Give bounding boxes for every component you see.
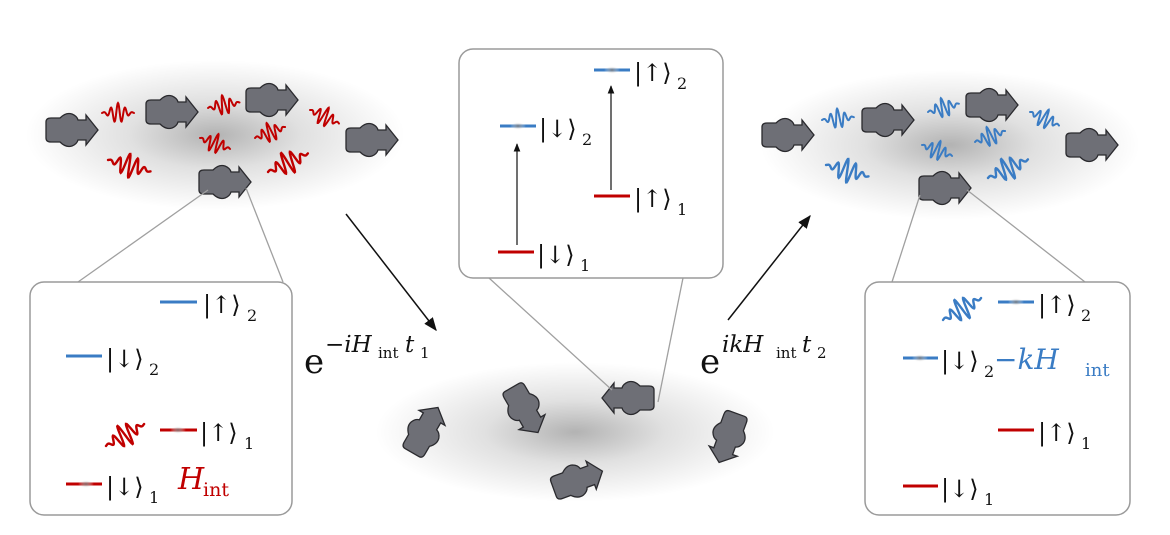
level-label-up-2: |↑⟩ — [1038, 291, 1076, 320]
molecule-icon — [861, 102, 915, 138]
photon-wave-icon — [101, 101, 135, 123]
level-label-up-1: |↑⟩ — [634, 185, 672, 214]
forward-exp-power: −iH — [325, 332, 373, 358]
population-dot — [78, 480, 94, 488]
level-label-up-1: |↑⟩ — [200, 419, 238, 448]
level-sub-1: 1 — [677, 200, 687, 219]
reverse-exp-time: t — [802, 332, 812, 358]
reverse-exp-base: e — [700, 342, 720, 382]
center-ensemble-glow — [375, 362, 775, 502]
photon-wave-icon — [927, 96, 960, 119]
interaction-hamiltonian-sub: int — [203, 479, 229, 501]
reverse-exp-time-sub: 2 — [817, 344, 827, 362]
forward-evolution-label: e −iH int t 1 — [304, 332, 430, 382]
level-label-down-2: |↓⟩ — [106, 345, 144, 374]
level-sub-1: 1 — [244, 434, 254, 453]
molecule-icon — [198, 164, 252, 200]
level-sub-1: 1 — [149, 488, 159, 507]
leader-lines — [77, 187, 1086, 403]
level-sub-2: 2 — [984, 362, 994, 381]
level-label-up-2: |↑⟩ — [634, 59, 672, 88]
level-label-up-2: |↑⟩ — [203, 291, 241, 320]
photon-wave-icon — [199, 132, 232, 155]
center-ensemble — [375, 362, 775, 502]
photon-wave-icon — [254, 121, 287, 144]
molecule-icon — [761, 117, 815, 153]
population-dot — [912, 354, 928, 362]
photon-wave-icon — [1029, 108, 1061, 130]
molecule-icon — [145, 94, 199, 130]
left-inset-frame — [29, 281, 293, 516]
reverse-exp-sub: int — [776, 344, 797, 362]
forward-exp-time-sub: 1 — [420, 344, 430, 362]
level-sub-2: 2 — [149, 360, 159, 379]
molecule-icon — [1065, 127, 1119, 163]
level-label-down-1: |↓⟩ — [106, 473, 144, 502]
right-inset-frame — [864, 281, 1131, 516]
molecule-icon — [965, 87, 1019, 123]
photon-wave-icon — [821, 106, 855, 129]
level-sub-1: 1 — [984, 490, 994, 509]
level-label-down-1: |↓⟩ — [941, 475, 979, 504]
level-label-down-2: |↓⟩ — [539, 115, 577, 144]
level-sub-1: 1 — [1081, 434, 1091, 453]
interaction-hamiltonian: H — [177, 462, 205, 497]
level-sub-2: 2 — [677, 74, 687, 93]
molecule-icon — [549, 459, 604, 500]
photon-wave-icon — [921, 139, 954, 162]
population-dot — [1008, 298, 1024, 306]
photon-wave-icon — [309, 106, 341, 128]
molecule-icon — [601, 380, 655, 416]
population-dot — [510, 122, 526, 130]
forward-evolution-arrow — [345, 213, 437, 332]
molecule-icon — [345, 122, 399, 158]
level-sub-2: 2 — [582, 130, 592, 149]
reverse-evolution-label: e ikH int t 2 — [700, 332, 827, 382]
center-inset-frame — [458, 48, 724, 279]
left-level-inset: |↑⟩ 2 |↓⟩ 2 |↑⟩ 1 |↓⟩ 1 H int — [29, 281, 293, 516]
population-dot — [604, 66, 620, 74]
level-label-down-1: |↓⟩ — [537, 241, 575, 270]
level-sub-1: 1 — [580, 256, 590, 275]
photon-wave-icon — [266, 150, 310, 176]
left-ensemble — [25, 60, 405, 210]
molecule-icon — [707, 409, 748, 464]
right-level-inset: |↑⟩ 2 |↓⟩ 2 −kH int |↑⟩ 1 |↓⟩ 1 — [864, 281, 1131, 516]
molecule-icon — [502, 382, 547, 434]
reverse-evolution-arrow — [727, 214, 811, 321]
population-dot — [170, 426, 186, 434]
forward-exp-base: e — [304, 342, 324, 382]
forward-exp-time: t — [405, 332, 415, 358]
forward-exp-sub: int — [378, 344, 399, 362]
molecule-icon — [918, 170, 972, 206]
molecule-icon — [402, 406, 447, 458]
right-ensemble — [760, 70, 1140, 220]
interaction-hamiltonian-sub: int — [1085, 360, 1110, 381]
center-level-inset: |↑⟩ 2 |↓⟩ 2 |↑⟩ 1 |↓⟩ 1 — [458, 48, 724, 279]
level-sub-2: 2 — [1081, 306, 1091, 325]
molecule-icon — [45, 112, 99, 148]
photon-wave-icon — [106, 152, 152, 179]
photon-wave-icon — [974, 125, 1007, 148]
interaction-hamiltonian: −kH — [994, 343, 1059, 376]
right-ensemble-glow — [760, 70, 1140, 220]
photon-wave-icon — [986, 156, 1030, 182]
reverse-exp-power: ikH — [722, 332, 764, 358]
molecule-icon — [245, 82, 299, 118]
photon-wave-icon — [207, 93, 241, 116]
photon-wave-icon — [941, 296, 983, 322]
level-label-down-2: |↓⟩ — [941, 347, 979, 376]
photon-wave-icon — [824, 157, 870, 184]
level-label-up-1: |↑⟩ — [1038, 419, 1076, 448]
photon-wave-icon — [104, 422, 146, 448]
level-sub-2: 2 — [247, 306, 257, 325]
